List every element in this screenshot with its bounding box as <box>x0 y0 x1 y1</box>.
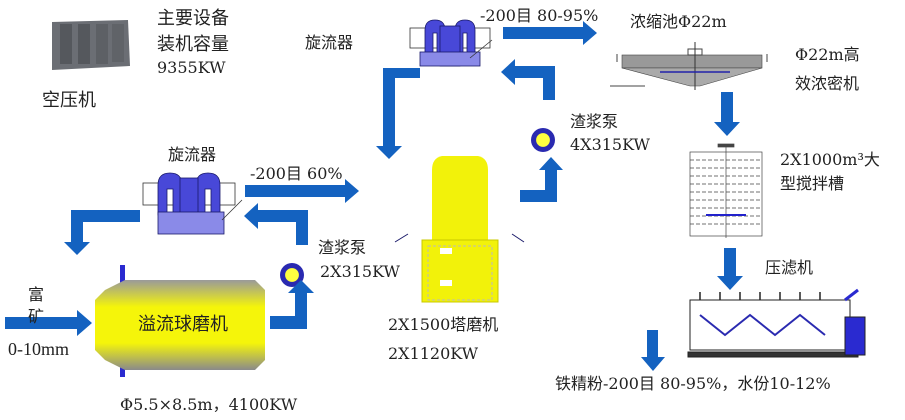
slurry-pump-top-icon <box>531 128 555 152</box>
product-label: 铁精粉-200目 80-95%，水份10-12% <box>555 374 831 393</box>
tower-mill-icon <box>394 156 525 303</box>
slurry-pump-bottom-icon <box>280 263 304 287</box>
agitation-tank-icon <box>689 143 763 238</box>
arrow-tower-to-pump-top <box>520 157 563 202</box>
arrow-product-down <box>641 330 665 371</box>
arrow-tank-down <box>717 248 743 290</box>
arrow-bottom-overflow <box>245 179 359 203</box>
feed-label-line1: 富 <box>28 285 45 304</box>
arrow-mill-to-pump-bottom <box>270 280 314 329</box>
arrow-pump-bottom-to-cyclone <box>244 203 308 245</box>
flow-arrows <box>5 21 743 371</box>
summary-line2: 装机容量 <box>157 34 229 55</box>
arrow-cyclone-bottom-underflow <box>64 210 140 255</box>
ball-mill-spec: Φ5.5×8.5m，4100KW <box>120 395 298 414</box>
air-compressor-icon <box>52 20 130 70</box>
pump-bottom-label: 渣浆泵 <box>318 238 367 257</box>
cyclone-bottom-icon <box>142 172 243 235</box>
arrow-top-overflow <box>503 21 597 45</box>
tank-label-line2: 型搅拌槽 <box>780 174 845 193</box>
filter-press-label: 压滤机 <box>765 258 814 277</box>
thickener-label-line1: Φ22m高 <box>795 45 860 64</box>
feed-size: 0-10mm <box>8 339 69 359</box>
pump-bottom-power: 2X315KW <box>320 262 400 281</box>
air-compressor-label: 空压机 <box>42 90 96 111</box>
top-overflow-label: -200目 80-95% <box>480 6 599 25</box>
pump-top-label: 渣浆泵 <box>570 112 619 131</box>
tower-mill-power: 2X1120KW <box>388 344 479 363</box>
tower-mill-label: 2X1500塔磨机 <box>388 315 499 334</box>
thickener-pool-label: 浓缩池Φ22m <box>630 12 727 31</box>
installed-capacity: 9355KW <box>157 58 226 77</box>
arrow-cyclone-top-to-tower <box>376 68 420 159</box>
arrow-feed <box>5 310 92 336</box>
summary-line1: 主要设备 <box>157 8 229 29</box>
cyclone-bottom-label: 旋流器 <box>168 145 217 164</box>
feed-label-line2: 矿 <box>28 307 45 326</box>
ball-mill-icon <box>95 265 265 377</box>
arrow-pump-top-to-cyclone <box>501 59 555 100</box>
filter-press-icon <box>687 288 866 358</box>
tank-label-line1: 2X1000m³大 <box>780 150 880 169</box>
ball-mill-label: 溢流球磨机 <box>138 314 228 335</box>
cyclone-top-label: 旋流器 <box>305 33 354 52</box>
bottom-overflow-label: -200目 60% <box>250 164 343 183</box>
thickener-icon <box>610 42 768 90</box>
cyclone-top-icon <box>409 19 493 67</box>
arrow-thickener-down <box>714 92 740 136</box>
thickener-label-line2: 效浓密机 <box>795 74 860 93</box>
pump-top-power: 4X315KW <box>570 135 650 154</box>
